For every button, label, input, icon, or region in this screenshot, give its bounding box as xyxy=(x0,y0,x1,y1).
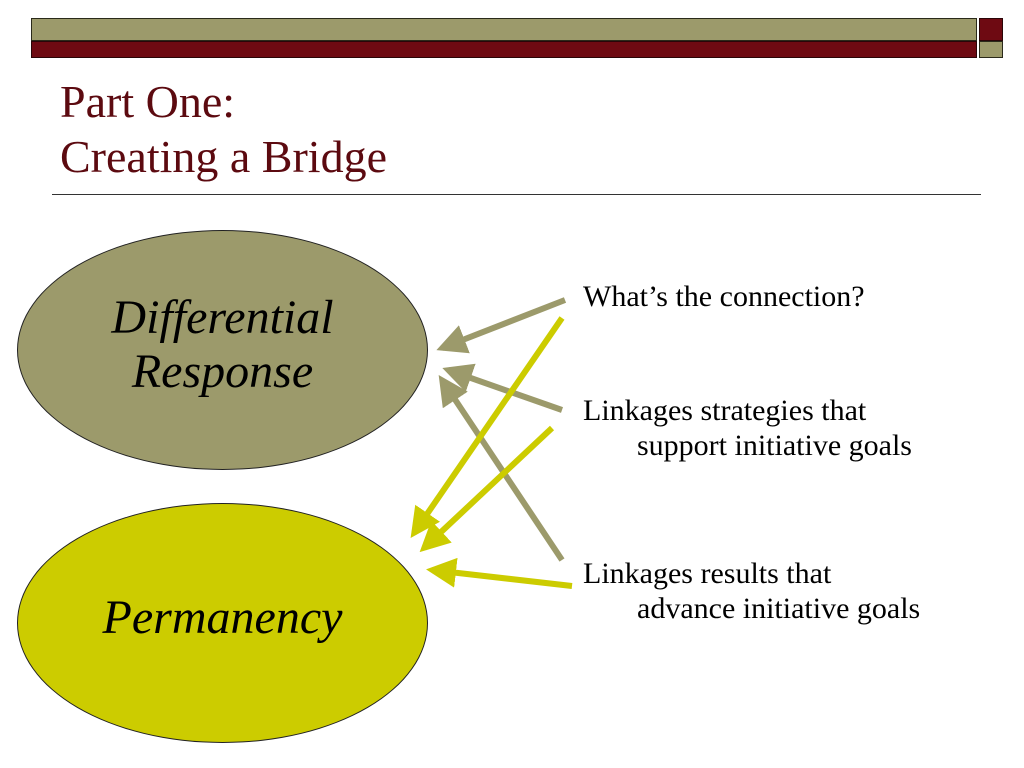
bullet-results-line1: Linkages results that xyxy=(583,557,832,590)
header-corner-red xyxy=(979,18,1003,41)
differential-response-ellipse: Differential Response xyxy=(17,230,428,470)
bullet-strategies-line1: Linkages strategies that xyxy=(583,394,867,427)
arrow-results-to-dr xyxy=(438,375,565,562)
differential-response-label-line2: Response xyxy=(131,345,314,398)
slide-title: Part One: Creating a Bridge xyxy=(60,74,387,184)
bullet-connection-text: What’s the connection? xyxy=(583,280,865,313)
title-divider xyxy=(52,194,981,195)
arrow-results-to-permanency xyxy=(426,557,573,589)
bullet-strategies: Linkages strategies that support initiat… xyxy=(583,393,912,463)
bullet-results-line2: advance initiative goals xyxy=(637,592,921,625)
permanency-label: Permanency xyxy=(102,590,343,644)
header-bar-olive xyxy=(31,18,977,41)
slide-title-line2: Creating a Bridge xyxy=(60,131,388,182)
permanency-ellipse: Permanency xyxy=(17,503,428,743)
arrow-connection-to-permanency xyxy=(410,316,565,538)
bullet-results: Linkages results that advance initiative… xyxy=(583,556,920,626)
arrow-connection-to-dr xyxy=(436,297,567,354)
bullet-strategies-line2: support initiative goals xyxy=(637,429,912,462)
bullet-connection: What’s the connection? xyxy=(583,279,865,314)
header-bar-red xyxy=(31,41,977,58)
differential-response-label-line1: Differential xyxy=(111,291,334,344)
header-corner-olive xyxy=(979,41,1003,58)
arrow-strategies-to-permanency xyxy=(419,425,555,553)
slide-title-line1: Part One: xyxy=(60,76,236,127)
